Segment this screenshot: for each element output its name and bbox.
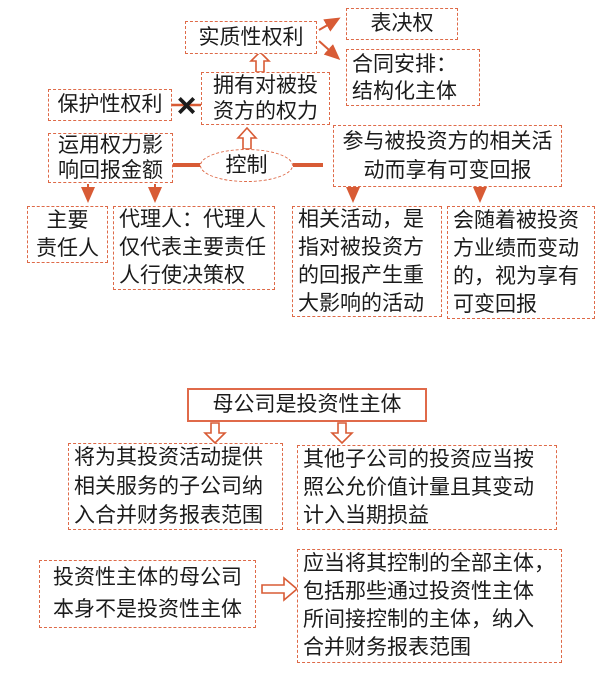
box-substantive-rights: 实质性权利 <box>185 21 317 54</box>
up-arrow-power-to-substantive-icon <box>249 50 271 73</box>
box-agent: 代理人：代理人 仅代表主要责任 人行使决策权 <box>113 206 275 290</box>
box-consolidate-all-entities: 应当将其控制的全部主体， 包括那些通过投资性主体 所间接控制的主体，纳入 合并财… <box>297 549 562 663</box>
box-service-subsidiaries-consolidated: 将为其投资活动提供 相关服务的子公司纳 入合并财务报表范围 <box>68 443 283 530</box>
down-arrow-service-sub-icon <box>203 422 227 445</box>
cross-icon: × <box>176 87 197 125</box>
box-use-power-influence: 运用权力影 响回报金额 <box>48 133 173 183</box>
box-variable-returns: 会随着被投资 方业绩而变动 的，视为享有 可变回报 <box>447 206 595 319</box>
box-parent-not-investment-entity: 投资性主体的母公司 本身不是投资性主体 <box>39 560 256 628</box>
box-participate-variable-returns: 参与被投资方的相关活 动而享有可变回报 <box>333 125 562 187</box>
box-contract-arrangement: 合同安排： 结构化主体 <box>346 49 480 106</box>
box-power-over-investee: 拥有对被投 资方的权力 <box>201 72 330 125</box>
arrow-to-contract-arrangement <box>318 40 341 61</box>
down-arrow-other-sub-icon <box>330 422 354 445</box>
box-protective-rights: 保护性权利 <box>48 89 172 121</box>
box-relevant-activities: 相关活动，是 指对被投资方 的回报产生重 大影响的活动 <box>292 206 442 317</box>
box-principal: 主要 责任人 <box>27 206 108 263</box>
box-other-subsidiaries-fair-value: 其他子公司的投资应当按 照公允价值计量且其变动 计入当期损益 <box>297 445 557 530</box>
up-arrow-control-to-power-icon <box>236 126 258 150</box>
box-voting-rights: 表决权 <box>346 8 458 40</box>
arrow-to-voting-rights <box>318 17 341 32</box>
box-parent-is-investment-entity: 母公司是投资性主体 <box>187 388 427 422</box>
ellipse-control: 控制 <box>200 149 293 182</box>
right-arrow-consolidate-icon <box>261 576 299 602</box>
